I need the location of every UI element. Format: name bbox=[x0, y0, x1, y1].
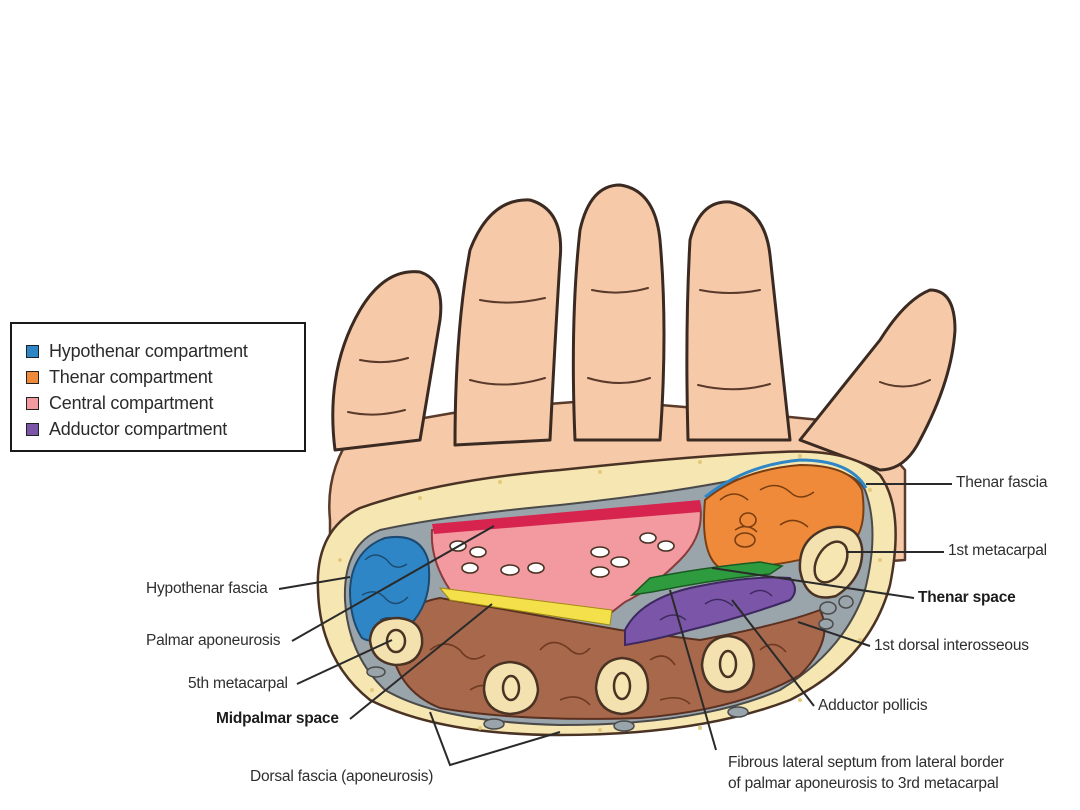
label-fibrous-septum-line2: of palmar aponeurosis to 3rd metacarpal bbox=[728, 775, 999, 792]
label-palmar-aponeurosis: Palmar aponeurosis bbox=[146, 632, 281, 649]
label-first-dorsal-interosseous: 1st dorsal interosseous bbox=[874, 637, 1029, 654]
label-first-metacarpal: 1st metacarpal bbox=[948, 542, 1047, 559]
palmar-aponeurosis-band bbox=[432, 500, 701, 534]
label-adductor-pollicis: Adductor pollicis bbox=[818, 697, 928, 714]
index-finger bbox=[685, 200, 792, 442]
leader-lines bbox=[278, 483, 952, 767]
middle-finger bbox=[571, 183, 666, 442]
label-hypothenar-fascia: Hypothenar fascia bbox=[146, 580, 268, 597]
legend-item-central: Central compartment bbox=[26, 392, 213, 414]
legend: Hypothenar compartment Thenar compartmen… bbox=[10, 322, 306, 452]
legend-item-adductor: Adductor compartment bbox=[26, 418, 227, 440]
legend-label: Central compartment bbox=[49, 392, 214, 413]
label-thenar-fascia: Thenar fascia bbox=[956, 474, 1048, 491]
legend-label: Adductor compartment bbox=[49, 418, 228, 439]
midpalmar-space bbox=[438, 587, 613, 626]
hypothenar-swatch bbox=[26, 344, 39, 358]
legend-label: Thenar compartment bbox=[49, 366, 213, 387]
metacarpals bbox=[368, 525, 864, 716]
legend-label: Hypothenar compartment bbox=[49, 340, 248, 361]
label-midpalmar-space: Midpalmar space bbox=[216, 710, 339, 727]
thenar-space bbox=[629, 561, 784, 597]
label-dorsal-fascia: Dorsal fascia (aponeurosis) bbox=[250, 768, 434, 785]
thumb bbox=[798, 288, 957, 472]
hypothenar-compartment bbox=[348, 536, 431, 642]
central-swatch bbox=[26, 396, 39, 410]
legend-item-hypothenar: Hypothenar compartment bbox=[26, 340, 248, 362]
label-fibrous-septum-line1: Fibrous lateral septum from lateral bord… bbox=[728, 754, 1004, 771]
label-thenar-space: Thenar space bbox=[918, 589, 1016, 606]
legend-item-thenar: Thenar compartment bbox=[26, 366, 213, 388]
label-fifth-metacarpal: 5th metacarpal bbox=[188, 675, 288, 692]
ring-finger bbox=[453, 198, 563, 447]
thenar-swatch bbox=[26, 370, 39, 384]
adductor-swatch bbox=[26, 422, 39, 436]
little-finger bbox=[331, 270, 443, 452]
